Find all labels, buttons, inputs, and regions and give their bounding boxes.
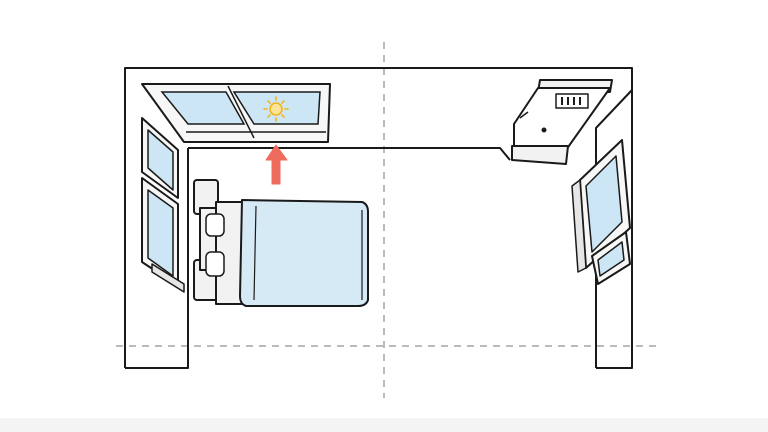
- bottom-strip: [0, 418, 768, 432]
- bed-sheet-fold: [253, 205, 257, 301]
- left-wall-outer: [124, 67, 633, 369]
- sun-icon: [263, 96, 289, 122]
- left-window-upper-glass: [147, 129, 174, 191]
- skylight-pane-left: [160, 91, 246, 125]
- left-wall-inner: [125, 148, 189, 369]
- left-wall-windows: [141, 117, 185, 293]
- ac-unit-base: [511, 145, 569, 165]
- ac-unit-bracket: [519, 111, 529, 119]
- skylight-divider: [227, 85, 255, 139]
- right-window-glass: [585, 155, 623, 253]
- left-window-sill: [151, 263, 185, 293]
- ac-unit-knob: [541, 127, 547, 133]
- skylight-window: [141, 83, 331, 143]
- bed-pillow-bottom: [205, 251, 225, 277]
- arrow-up-icon: [265, 144, 288, 185]
- right-wall-window: [571, 139, 631, 285]
- left-window-lower-glass: [147, 189, 174, 277]
- air-conditioner-unit: [511, 79, 613, 165]
- room-walls: [124, 67, 633, 369]
- bed-sheet: [239, 199, 369, 307]
- bed-pillow-top: [205, 213, 225, 237]
- right-window-lower-glass: [597, 241, 625, 277]
- bed: [193, 179, 369, 307]
- back-wall-base: [188, 147, 511, 161]
- right-window-sill: [571, 179, 587, 273]
- vent-icon: [555, 93, 589, 109]
- right-wall-inner: [595, 89, 633, 368]
